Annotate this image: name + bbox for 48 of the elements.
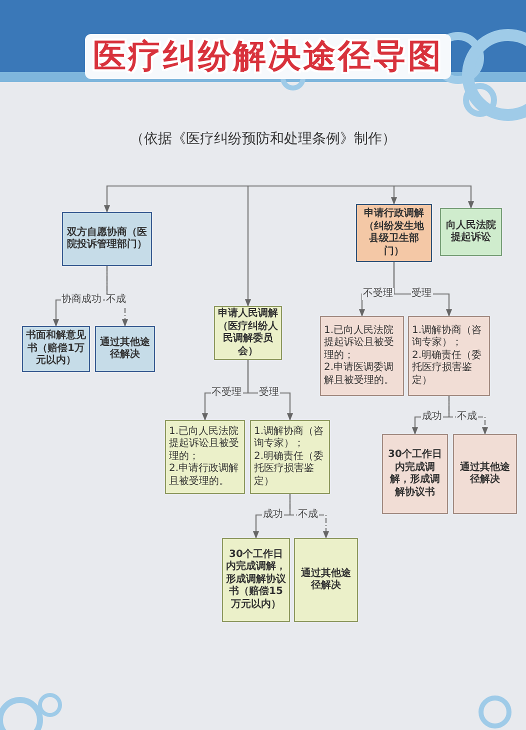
process-box	[382, 434, 448, 514]
process-box	[408, 316, 490, 396]
box-text: 1.已向人民法院提起诉讼且被受理的；	[169, 426, 240, 462]
box-text: 通过其他途径解决	[99, 336, 151, 362]
edge-label: 成功	[421, 411, 443, 423]
edge-label: 不成	[297, 509, 319, 521]
box-text: 1.调解协商（咨询专家）；	[412, 324, 483, 350]
title: 医疗纠纷解决途径导图	[85, 34, 451, 79]
process-box	[165, 420, 245, 494]
process-box	[440, 208, 502, 256]
arrow	[393, 262, 452, 317]
edge-label: 协商成功	[60, 294, 102, 306]
process-box	[222, 538, 290, 622]
edge-label: 不受理	[210, 387, 242, 399]
arrow	[282, 185, 474, 209]
edge-label: 不受理	[362, 288, 394, 300]
box-text: 2.申请医调委调解且被受理的。	[324, 362, 395, 388]
box-text: 2.明确责任（委托医疗损害鉴定）	[254, 450, 325, 488]
box-text: 30个工作日内完成调解，形成调解协议书	[387, 449, 443, 499]
edge-label: 成功	[262, 509, 284, 521]
process-box	[95, 326, 155, 372]
edge-label: 不成	[105, 294, 127, 306]
edge-label: 不成	[456, 411, 478, 423]
process-box	[320, 316, 404, 396]
edge-label: 受理	[410, 288, 432, 300]
arrow	[289, 494, 330, 539]
box-text: 2.申请行政调解且被受理的。	[169, 463, 240, 488]
box-text: 通过其他途径解决	[459, 462, 511, 486]
edge-label: 受理	[258, 387, 280, 399]
process-box	[294, 538, 358, 622]
process-box	[250, 420, 330, 494]
box-text: 30个工作日内完成调解，形成调解协议书（赔偿15万元以内）	[226, 548, 286, 612]
box-text: 书面和解意见书（赔偿1万元以内）	[26, 330, 86, 368]
arrow	[247, 360, 294, 421]
process-box	[453, 434, 517, 514]
box-text: 申请行政调解（纠纷发生地县级卫生部门）	[363, 208, 425, 258]
arrow	[448, 396, 488, 435]
box-text: 双方自愿协商（医院投诉管理部门）	[66, 226, 148, 252]
subtitle-note: （依据《医疗纠纷预防和处理条例》制作）	[129, 130, 397, 148]
box-text: 申请人民调解（医疗纠纷人民调解委员会）	[218, 308, 278, 358]
arrow	[244, 185, 282, 307]
process-box	[62, 212, 152, 266]
process-box	[356, 204, 432, 262]
box-text: 通过其他途径解决	[300, 568, 352, 592]
box-text: 1.已向人民法院提起诉讼且被受理的；	[324, 324, 395, 362]
box-text: 2.明确责任（委托医疗损害鉴定）	[412, 350, 483, 388]
box-text: 向人民法院提起诉讼	[445, 220, 497, 244]
box-text: 1.调解协商（咨询专家）；	[254, 426, 325, 450]
